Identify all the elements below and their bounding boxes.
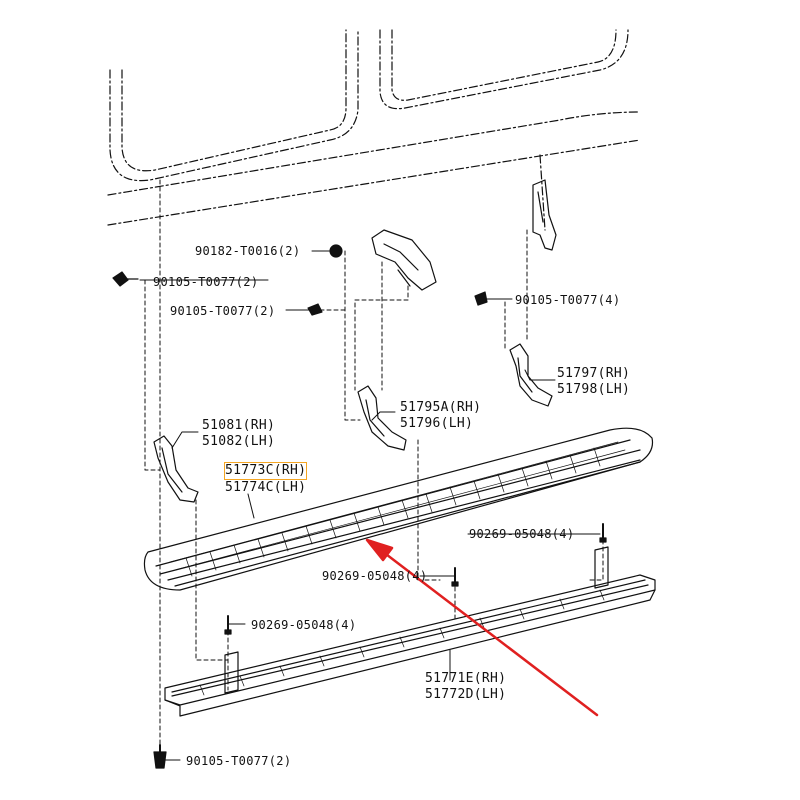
part-label-90269-05048-b: 90269-05048(4)	[322, 569, 428, 583]
part-label-51081-rh: 51081(RH)	[202, 418, 276, 433]
body-bracket-middle	[371, 229, 437, 291]
part-label-51773c-rh: 51773C(RH)	[223, 462, 308, 480]
nut-icon-upper	[329, 244, 343, 258]
lower-support-rail	[164, 546, 656, 717]
part-label-90105-t0077-b: 90105-T0077(2)	[170, 304, 276, 318]
bolt-icon-right	[474, 291, 488, 306]
bolt-icon-rail-right	[599, 523, 607, 543]
part-label-51082-lh: 51082(LH)	[202, 434, 276, 449]
bolt-icon-rail-left	[224, 615, 232, 635]
body-bracket-rear	[532, 179, 557, 251]
bolt-icon-bottom	[153, 744, 167, 769]
running-board-step	[143, 427, 654, 591]
bracket-middle	[357, 385, 407, 451]
part-label-90269-05048-c: 90269-05048(4)	[251, 618, 357, 632]
part-label-51774c-lh: 51774C(LH)	[225, 480, 307, 495]
part-label-51795a-rh: 51795A(RH)	[400, 400, 482, 415]
part-label-90105-t0077-c: 90105-T0077(4)	[515, 293, 621, 307]
part-label-90105-t0077-a: 90105-T0077(2)	[153, 275, 259, 289]
bolt-icon-middle	[307, 303, 323, 316]
part-label-51771e-rh: 51771E(RH)	[425, 671, 507, 686]
bracket-right	[509, 343, 553, 407]
bracket-left	[153, 435, 199, 503]
bolt-icon-rail-middle	[451, 567, 459, 587]
assembly-dashed-lines	[144, 179, 604, 761]
part-label-51796-lh: 51796(LH)	[400, 416, 474, 431]
leader-lines	[139, 250, 601, 761]
part-label-90105-t0077-d: 90105-T0077(2)	[186, 754, 292, 768]
part-label-51798-lh: 51798(LH)	[557, 382, 631, 397]
part-label-51772d-lh: 51772D(LH)	[425, 687, 507, 702]
vehicle-body-outline	[107, 29, 641, 231]
part-label-51797-rh: 51797(RH)	[557, 366, 631, 381]
red-arrow-pointer	[365, 538, 599, 717]
part-label-90182-t0016: 90182-T0016(2)	[195, 244, 301, 258]
part-label-90269-05048-a: 90269-05048(4)	[469, 527, 575, 541]
bolt-icon-upper-left	[112, 271, 139, 287]
